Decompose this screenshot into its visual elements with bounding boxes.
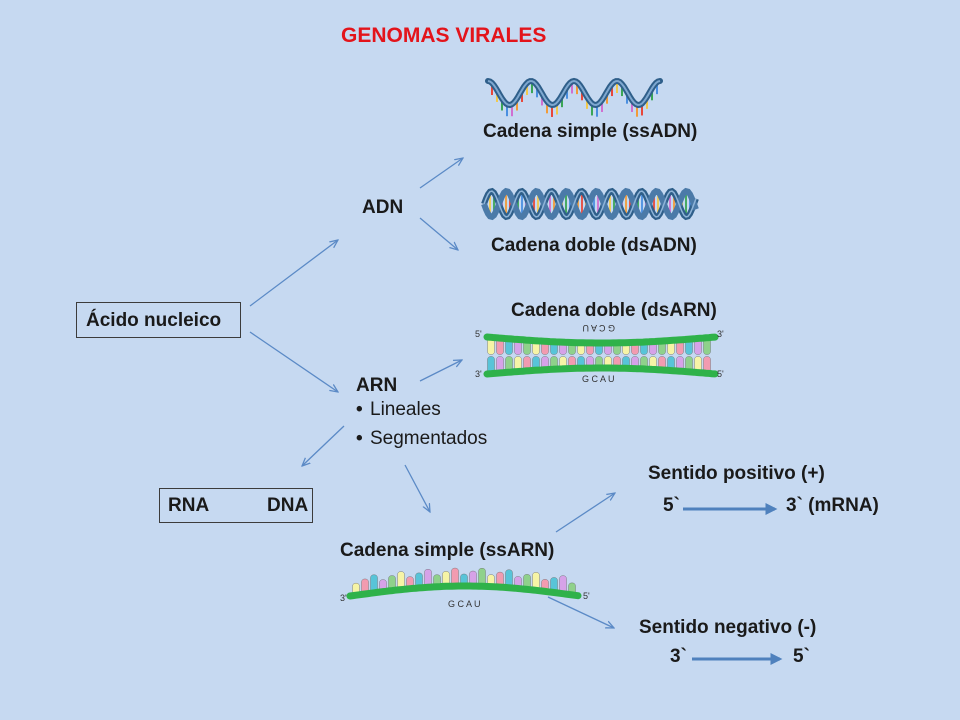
dsdna-strand-a-highlight xyxy=(483,190,697,218)
ssrna-3: 3' xyxy=(340,593,347,603)
dsdna-helix-icon xyxy=(481,187,699,221)
dsrna-5-top: 5' xyxy=(475,329,482,339)
ssrna-backbone xyxy=(346,582,582,600)
dsarn-label: Cadena doble (dsARN) xyxy=(511,300,717,321)
dsdna-strand-b xyxy=(481,187,699,221)
negativo-3-end: 3` xyxy=(670,646,687,667)
bullet-lineales: Lineales xyxy=(356,395,487,424)
ssrna-5: 5' xyxy=(583,591,590,601)
dsrna-3-top: 3' xyxy=(717,329,724,339)
rt-box: RNA DNA xyxy=(159,488,313,523)
ssdna-backbone-highlight xyxy=(487,79,661,107)
positivo-5-end: 5` xyxy=(663,495,680,516)
ssarn-label: Cadena simple (ssARN) xyxy=(340,540,555,561)
arrow-arn-to-rt xyxy=(302,425,345,466)
arrow-root-to-adn xyxy=(249,240,338,307)
dsrna-strand-icon xyxy=(483,333,719,378)
arrow-adn-to-simple xyxy=(419,158,463,189)
rt-dna-label: DNA xyxy=(267,495,309,516)
positivo-3-end: 3` (mRNA) xyxy=(786,495,879,516)
ssrna-letters: G C A U xyxy=(448,599,481,609)
adn-node: ADN xyxy=(362,197,404,218)
positivo-label: Sentido positivo (+) xyxy=(648,463,825,484)
arrow-root-to-arn xyxy=(249,331,338,392)
arn-node: ARN xyxy=(356,375,398,396)
arn-bullet-list: Lineales Segmentados xyxy=(356,395,487,453)
dsrna-5-bottom: 5' xyxy=(717,369,724,379)
dsadn-label: Cadena doble (dsADN) xyxy=(491,235,697,256)
dsrna-letters-top: G C A U xyxy=(582,323,615,333)
arrow-adn-to-doble xyxy=(419,217,458,250)
negativo-label: Sentido negativo (-) xyxy=(639,617,817,638)
root-node-box: Ácido nucleico xyxy=(76,302,241,338)
ssdna-helix-icon xyxy=(485,77,663,117)
ssrna-strand-icon xyxy=(346,567,582,600)
arrow-simple-to-negativo xyxy=(547,596,614,628)
bullet-segmentados: Segmentados xyxy=(356,424,487,453)
dsrna-3-bottom: 3' xyxy=(475,369,482,379)
arrow-arn-to-simple xyxy=(404,464,430,512)
dsrna-backbone-top xyxy=(483,333,719,347)
rt-rna-label: RNA xyxy=(168,495,210,516)
negativo-5-end: 5` xyxy=(793,646,810,667)
page-title: GENOMAS VIRALES xyxy=(341,24,547,47)
dsrna-backbone-bottom xyxy=(483,364,719,378)
arrow-simple-to-positivo xyxy=(555,493,615,533)
ssadn-label: Cadena simple (ssADN) xyxy=(483,121,698,142)
arrow-arn-to-doble xyxy=(419,360,462,382)
dsrna-letters-bottom: G C A U xyxy=(582,374,615,384)
